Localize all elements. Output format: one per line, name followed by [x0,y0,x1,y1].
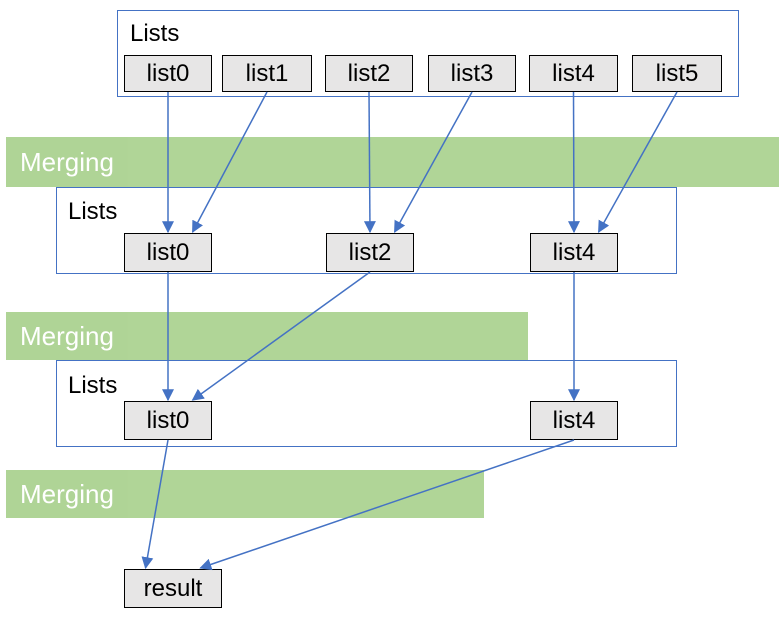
list-node: list0 [124,233,212,272]
merging-band-1: Merging [6,137,779,187]
lists-title-level2: Lists [68,198,118,225]
list-node: list4 [529,55,618,92]
list-node: list1 [222,55,312,92]
list-node: list5 [632,55,722,92]
list-node: list0 [124,401,212,440]
merging-label-2: Merging [20,321,114,351]
list-node: list4 [530,401,618,440]
result-node: result [124,569,222,608]
list-node: list2 [325,55,413,92]
merging-label-1: Merging [20,147,114,177]
merging-label-3: Merging [20,479,114,509]
list-node: list3 [428,55,516,92]
list-node: list4 [530,233,618,272]
list-node: list0 [124,55,212,92]
lists-title-level3: Lists [68,372,118,399]
lists-title-level1: Lists [130,20,180,47]
list-node: list2 [326,233,414,272]
merging-band-2: Merging [6,312,528,360]
merging-band-3: Merging [6,470,484,518]
